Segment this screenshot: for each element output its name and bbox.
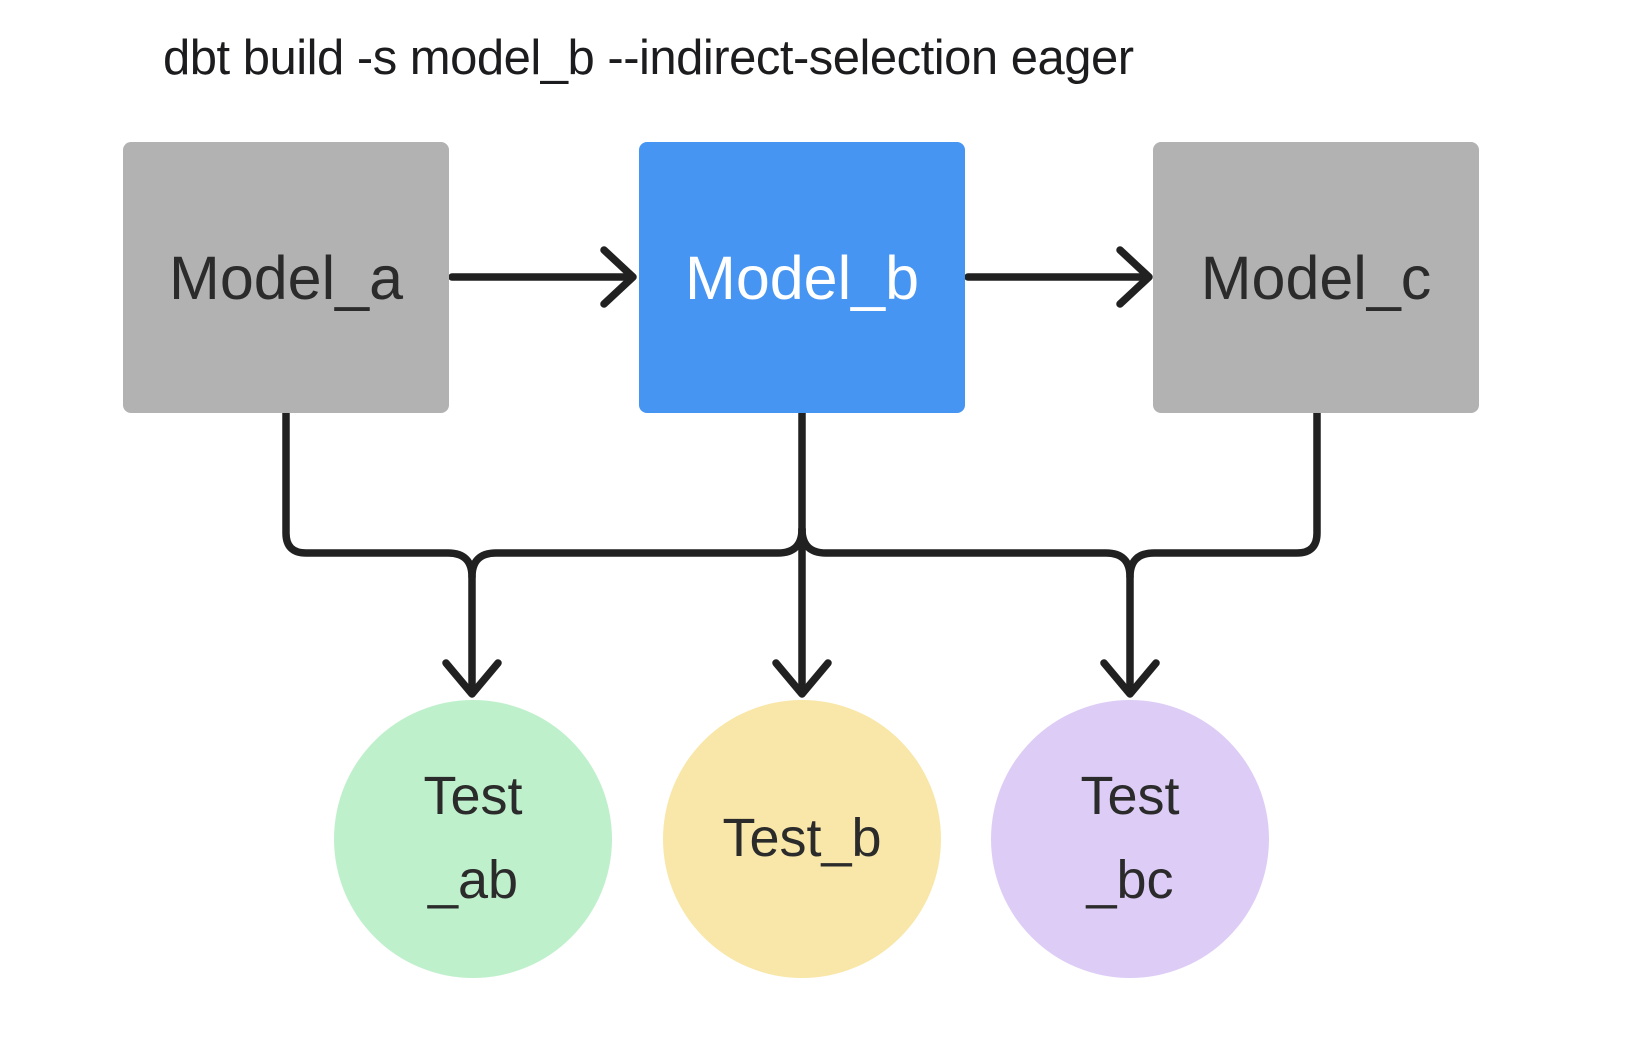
node-model-b: Model_b xyxy=(639,142,965,413)
arrowhead-test-ab-icon xyxy=(442,659,502,698)
node-test-bc-label-line1: Test xyxy=(1080,766,1180,827)
arrowhead-test-b-icon xyxy=(772,659,832,698)
node-test-ab: Test _ab xyxy=(334,700,612,978)
node-test-b: Test_b xyxy=(663,700,941,978)
node-model-a: Model_a xyxy=(123,142,449,413)
node-model-b-label: Model_b xyxy=(685,243,919,312)
node-test-ab-label-line1: Test xyxy=(423,766,523,827)
arrowhead-model-c-icon xyxy=(1116,246,1153,308)
node-model-c-label: Model_c xyxy=(1200,243,1432,312)
node-test-bc-label-line2: _bc xyxy=(1086,850,1174,910)
node-test-ab-label-line2: _ab xyxy=(427,850,519,910)
command-title: dbt build -s model_b --indirect-selectio… xyxy=(163,31,1134,85)
node-test-bc: Test _bc xyxy=(991,700,1269,978)
node-test-b-label: Test_b xyxy=(722,808,882,869)
edge-bus-center-to-test-bc xyxy=(798,525,1134,690)
node-model-c: Model_c xyxy=(1153,142,1479,413)
arrowhead-model-b-icon xyxy=(600,246,637,308)
edge-model-c-to-bus xyxy=(1126,406,1321,581)
edge-model-a-to-bus-and-test-ab xyxy=(282,406,476,690)
arrowhead-test-bc-icon xyxy=(1100,659,1160,698)
node-model-a-label: Model_a xyxy=(169,243,403,312)
edge-bus-test-ab-to-center xyxy=(468,525,806,581)
